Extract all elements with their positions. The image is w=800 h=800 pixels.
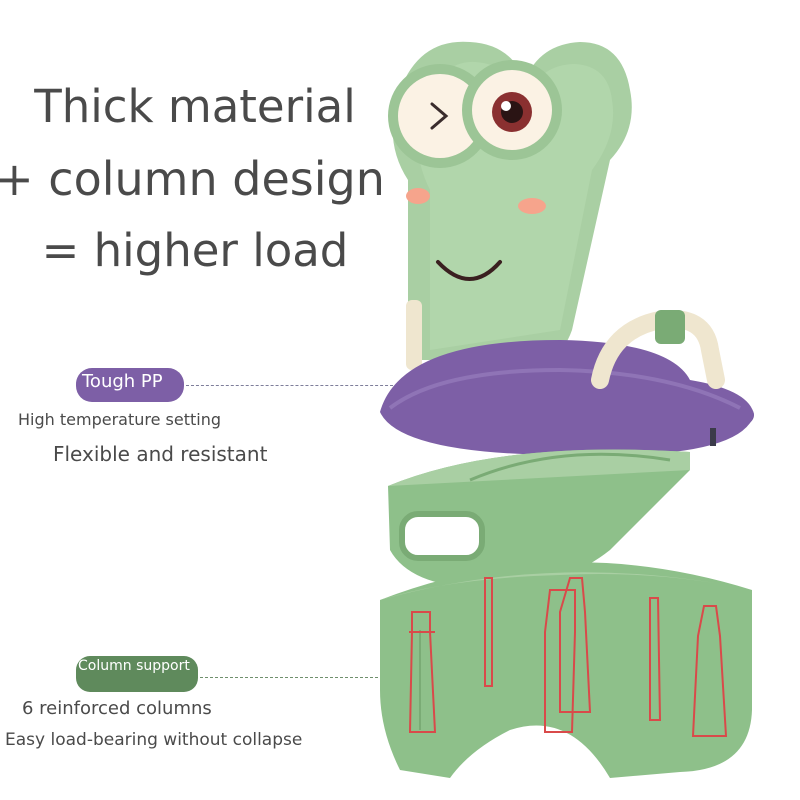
headline-line-3: = higher load xyxy=(41,224,349,277)
headline-line-1: Thick material xyxy=(34,80,356,133)
base-note-columns: 6 reinforced columns xyxy=(22,698,212,719)
column-6 xyxy=(691,605,728,737)
left-cheek-icon xyxy=(406,188,430,204)
inner-bowl xyxy=(388,449,690,589)
column-2 xyxy=(484,577,493,687)
right-cheek-icon xyxy=(518,198,546,214)
column-4 xyxy=(559,577,592,713)
tough-pp-tag: Tough PP xyxy=(76,368,184,402)
column-1 xyxy=(408,611,437,733)
column-support-tag: Column support xyxy=(76,656,198,692)
right-eye-icon xyxy=(462,60,562,160)
frog-potty-illustration xyxy=(380,41,754,778)
seat-note-flexible: Flexible and resistant xyxy=(53,442,268,466)
smile-icon xyxy=(436,260,502,281)
column-5 xyxy=(649,597,662,721)
reinforced-columns xyxy=(408,577,728,737)
left-eye-icon xyxy=(388,64,492,168)
seat-note-temperature: High temperature setting xyxy=(18,410,221,429)
purple-seat xyxy=(380,340,754,456)
base-note-load: Easy load-bearing without collapse xyxy=(5,730,303,750)
seat-handle xyxy=(591,310,725,389)
base-callout-line xyxy=(200,677,418,678)
seat-callout-line xyxy=(186,385,398,386)
column-3 xyxy=(544,589,576,733)
headline-line-2: + column design xyxy=(0,152,385,206)
frog-backrest xyxy=(388,41,632,360)
